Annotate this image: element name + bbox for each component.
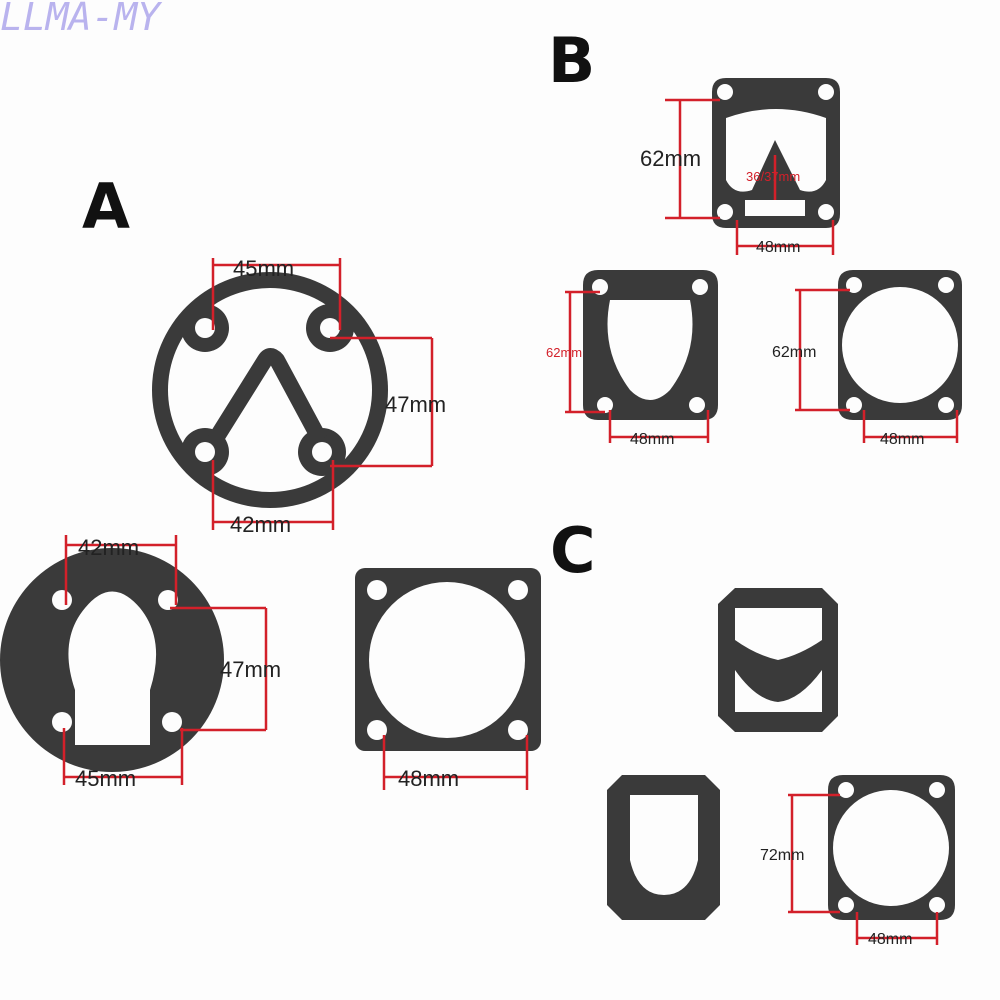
section-label-a: A xyxy=(82,170,130,243)
dim-a1-top: 45mm xyxy=(233,256,294,281)
dimension-lines-a3 xyxy=(382,735,529,790)
gasket-b1 xyxy=(712,78,840,228)
dim-b2-bottom: 48mm xyxy=(630,431,674,448)
gasket-b2 xyxy=(583,270,718,420)
dim-a1-right: 47mm xyxy=(385,392,446,417)
dimension-lines-a1 xyxy=(211,258,434,530)
dimension-lines-a2 xyxy=(62,535,268,785)
gasket-c2 xyxy=(607,775,720,920)
gasket-a1 xyxy=(152,272,388,508)
dimension-lines-b3 xyxy=(795,288,959,443)
dim-a2-right: 47mm xyxy=(220,657,281,682)
section-label-b: B xyxy=(548,24,595,97)
dimension-lines-b1 xyxy=(665,98,835,255)
watermark: LLMA-MY xyxy=(0,0,163,39)
gasket-b3 xyxy=(838,270,962,420)
dimension-lines-c3 xyxy=(788,793,939,945)
dim-b1-left: 62mm xyxy=(640,146,701,171)
section-label-c: C xyxy=(550,514,596,587)
dim-c3-left: 72mm xyxy=(760,847,804,864)
dim-c3-bottom: 48mm xyxy=(868,931,912,948)
gasket-c1 xyxy=(718,588,838,732)
dimension-lines-b2 xyxy=(565,290,710,443)
dim-a2-top: 42mm xyxy=(78,535,139,560)
dim-b3-left: 62mm xyxy=(772,344,816,361)
dim-b1-bottom: 48mm xyxy=(756,239,800,256)
dim-b1-inner: 36/37mm xyxy=(746,169,800,184)
gasket-a2 xyxy=(0,548,224,772)
dim-a1-bottom: 42mm xyxy=(230,512,291,537)
dim-b3-bottom: 48mm xyxy=(880,431,924,448)
gasket-a3 xyxy=(355,568,541,751)
dim-b2-left: 62mm xyxy=(546,345,582,360)
gasket-c3 xyxy=(828,775,955,920)
dim-a2-bottom: 45mm xyxy=(75,766,136,791)
dim-a3-bottom: 48mm xyxy=(398,766,459,791)
